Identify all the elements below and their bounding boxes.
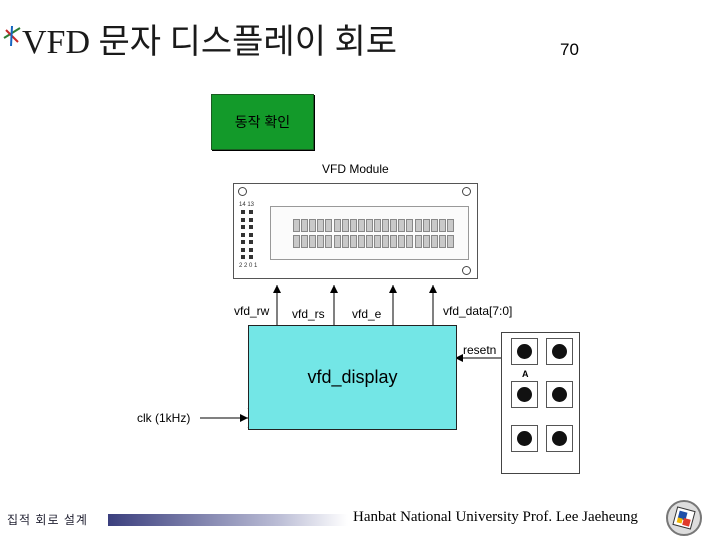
module-pin xyxy=(241,210,245,214)
keypad-button[interactable] xyxy=(511,425,538,452)
signal-label-vfd-data: vfd_data[7:0] xyxy=(443,304,513,318)
vfd-char-cell xyxy=(390,219,398,232)
mount-hole-icon xyxy=(462,266,471,275)
vfd-screen xyxy=(270,206,469,260)
footer-course-name: 집적 회로 설계 xyxy=(7,513,88,527)
title-bullet-icon xyxy=(3,25,21,47)
module-pin xyxy=(241,217,245,222)
keypad-button[interactable] xyxy=(546,338,573,365)
keypad-button[interactable] xyxy=(546,381,573,408)
vfd-char-cell xyxy=(422,235,430,248)
vfd-char-cell xyxy=(317,235,325,248)
vfd-char-cell xyxy=(293,219,300,232)
resetn-label: resetn xyxy=(463,343,497,357)
module-pin xyxy=(249,225,253,229)
module-pin-label-bottom: 2 2 0 1 xyxy=(239,263,258,269)
vfd-char-cell xyxy=(398,235,406,248)
vfd-char-cell xyxy=(390,235,398,248)
vfd-char-cell xyxy=(430,219,438,232)
vfd-char-cell xyxy=(365,219,373,232)
module-pin xyxy=(249,240,253,244)
keypad-button[interactable] xyxy=(546,425,573,452)
vfd-char-cell xyxy=(414,219,422,232)
vfd-char-cell xyxy=(349,219,357,232)
clock-label: clk (1kHz) xyxy=(137,411,191,425)
mount-hole-icon xyxy=(462,187,471,196)
vfd-char-cell xyxy=(406,235,414,248)
vfd-char-cell xyxy=(446,219,454,232)
vfd-char-cell xyxy=(325,235,333,248)
vfd-char-cell xyxy=(382,219,390,232)
module-pin xyxy=(241,255,245,259)
module-pin xyxy=(241,225,245,229)
footer-gradient-bar xyxy=(108,514,348,526)
arrow-left-icon xyxy=(455,354,463,362)
check-operation-button[interactable]: 동작 확인 xyxy=(211,94,314,150)
keypad-button-cap-icon xyxy=(552,431,567,446)
arrow-up-icon xyxy=(389,285,397,293)
module-pin xyxy=(241,232,245,237)
module-pin xyxy=(249,217,253,222)
vfd-char-cell xyxy=(301,235,309,248)
module-pin xyxy=(241,247,245,252)
vfd-char-cell xyxy=(325,219,333,232)
vfd-char-cell xyxy=(309,219,317,232)
arrow-up-icon xyxy=(330,285,338,293)
vfd-char-cell xyxy=(333,235,341,248)
keypad-button-cap-icon xyxy=(552,387,567,402)
slide-title: VFD 문자 디스플레이 회로 xyxy=(22,24,398,61)
module-pin xyxy=(249,210,253,214)
reset-keypad-panel: A xyxy=(501,332,580,474)
arrow-right-icon xyxy=(240,414,248,422)
arrow-up-icon xyxy=(429,285,437,293)
vfd-char-cell xyxy=(430,235,438,248)
vfd-char-cell xyxy=(446,235,454,248)
vfd-char-cell xyxy=(333,219,341,232)
vfd-char-cell xyxy=(357,219,365,232)
vfd-char-cell xyxy=(374,219,381,232)
vfd-module-label: VFD Module xyxy=(322,162,389,176)
arrow-up-icon xyxy=(273,285,281,293)
vfd-display-block: vfd_display xyxy=(248,325,457,430)
university-logo-icon xyxy=(666,500,702,536)
keypad-button-cap-icon xyxy=(517,387,532,402)
signal-label-vfd-rw: vfd_rw xyxy=(234,304,270,318)
vfd-char-cell xyxy=(414,235,422,248)
vfd-char-cell xyxy=(309,235,317,248)
vfd-char-cell xyxy=(438,235,446,248)
vfd-char-cell xyxy=(301,219,309,232)
module-pin xyxy=(249,255,253,259)
footer-university: Hanbat National University Prof. Lee Jae… xyxy=(353,509,638,525)
module-pin xyxy=(241,240,245,244)
vfd-char-cell xyxy=(357,235,365,248)
signal-label-vfd-e: vfd_e xyxy=(352,307,382,321)
module-pin xyxy=(249,232,253,237)
vfd-display-label: vfd_display xyxy=(307,367,398,387)
mount-hole-icon xyxy=(238,187,247,196)
keypad-button-cap-icon xyxy=(552,344,567,359)
vfd-char-cell xyxy=(349,235,357,248)
vfd-char-cell xyxy=(365,235,373,248)
check-operation-label: 동작 확인 xyxy=(234,114,291,130)
vfd-char-cell xyxy=(406,219,414,232)
module-pin-label-top: 14 13 xyxy=(239,202,255,208)
page-number: 70 xyxy=(560,40,579,59)
module-pin xyxy=(249,247,253,252)
keypad-button[interactable] xyxy=(511,338,538,365)
vfd-char-cell xyxy=(398,219,406,232)
vfd-char-cell xyxy=(317,219,325,232)
vfd-char-cell xyxy=(341,219,349,232)
vfd-char-cell xyxy=(422,219,430,232)
vfd-char-cell xyxy=(293,235,300,248)
vfd-char-cell xyxy=(374,235,381,248)
vfd-char-cell xyxy=(438,219,446,232)
keypad-key-label: A xyxy=(522,369,529,379)
vfd-char-cell xyxy=(382,235,390,248)
keypad-button-cap-icon xyxy=(517,431,532,446)
keypad-button-cap-icon xyxy=(517,344,532,359)
keypad-button[interactable] xyxy=(511,381,538,408)
vfd-char-cell xyxy=(341,235,349,248)
signal-label-vfd-rs: vfd_rs xyxy=(292,307,325,321)
